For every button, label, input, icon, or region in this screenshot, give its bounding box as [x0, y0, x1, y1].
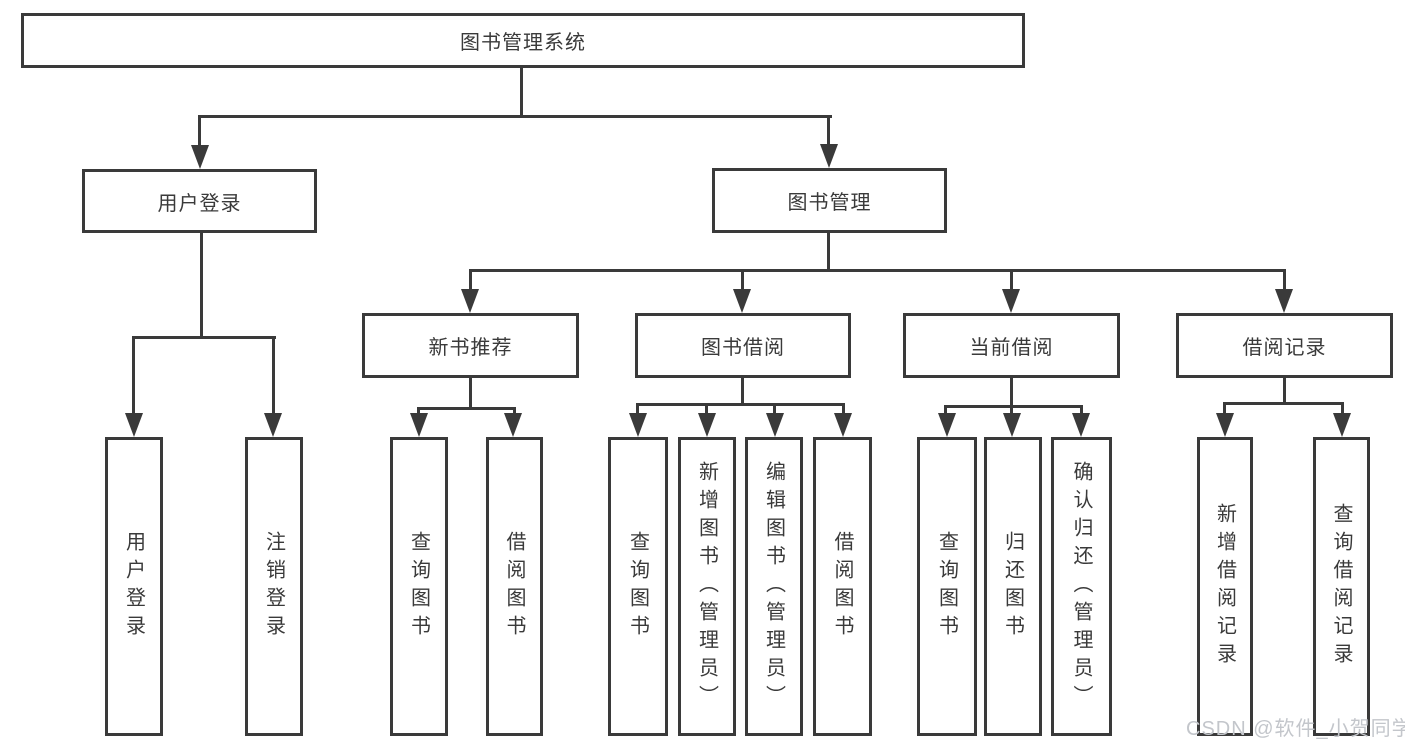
connector-stem	[1010, 405, 1013, 415]
node-user-login: 用户登录	[82, 169, 317, 233]
arrowhead	[125, 413, 143, 437]
leaf-label: 归还图书	[1001, 530, 1024, 643]
leaf-edit-book-admin: 编辑图书（管理员）	[745, 437, 803, 736]
connector-stem	[513, 407, 516, 417]
leaf-label: 确认归还（管理员）	[1070, 460, 1092, 713]
connector-drop	[827, 232, 830, 272]
node-book-management: 图书管理	[712, 168, 947, 233]
connector-drop	[1010, 378, 1013, 408]
connector-stem	[741, 269, 744, 293]
leaf-label: 查询图书	[935, 530, 958, 643]
node-label: 当前借阅	[969, 337, 1054, 359]
connector-stem	[636, 403, 639, 415]
connector-split	[944, 405, 1083, 408]
leaf-user-login: 用户登录	[105, 437, 163, 736]
connector-stem	[1283, 269, 1286, 293]
connector-drop	[200, 232, 203, 338]
connector-stem	[944, 405, 947, 415]
connector-root-drop	[520, 68, 523, 118]
leaf-label: 新增借阅记录	[1213, 502, 1236, 671]
arrowhead	[504, 413, 522, 437]
leaf-return-book: 归还图书	[984, 437, 1042, 736]
leaf-borrow-books-recommend: 借阅图书	[486, 437, 543, 736]
node-book-management-system: 图书管理系统	[21, 13, 1025, 68]
connector-drop	[469, 378, 472, 410]
connector-stem	[705, 403, 708, 415]
connector-stem	[842, 403, 845, 415]
connector-stem	[1010, 269, 1013, 293]
leaf-query-books-recommend: 查询图书	[390, 437, 448, 736]
node-book-borrowing: 图书借阅	[635, 313, 851, 378]
connector-split	[469, 269, 1286, 272]
arrowhead	[834, 413, 852, 437]
node-borrowing-records: 借阅记录	[1176, 313, 1393, 378]
leaf-label: 用户登录	[122, 530, 145, 643]
arrowhead	[766, 413, 784, 437]
connector-stem	[417, 407, 420, 417]
connector-stem	[1341, 402, 1344, 414]
arrowhead	[629, 413, 647, 437]
leaf-label: 查询借阅记录	[1330, 502, 1352, 671]
arrowhead	[698, 413, 716, 437]
node-label: 图书借阅	[701, 337, 785, 359]
connector-root-split	[198, 115, 832, 118]
connector-split	[1223, 402, 1344, 405]
arrowhead	[733, 289, 751, 313]
leaf-logout: 注销登录	[245, 437, 303, 736]
arrowhead	[1216, 413, 1234, 437]
leaf-add-borrow-record: 新增借阅记录	[1197, 437, 1253, 736]
connector-stem	[1080, 405, 1083, 415]
leaf-label: 借阅图书	[503, 530, 525, 643]
arrowhead	[264, 413, 282, 437]
node-label: 图书管理	[787, 192, 872, 214]
connector-split	[132, 336, 276, 339]
connector-split	[636, 403, 845, 406]
connector-stem	[1223, 402, 1226, 414]
connector-stem	[198, 115, 201, 149]
connector-split	[417, 407, 516, 410]
leaf-query-books-borrowing: 查询图书	[608, 437, 668, 736]
leaf-label: 新增图书（管理员）	[695, 460, 718, 713]
connector-stem	[272, 336, 275, 416]
leaf-label: 注销登录	[262, 530, 285, 643]
arrowhead	[1002, 289, 1020, 313]
node-label: 新书推荐	[428, 337, 513, 359]
csdn-watermark: CSDN @软件_小贺同学	[1186, 718, 1405, 740]
leaf-borrow-books-borrowing: 借阅图书	[813, 437, 872, 736]
node-label: 借阅记录	[1242, 337, 1327, 359]
arrowhead	[1333, 413, 1351, 437]
node-label: 图书管理系统	[460, 32, 586, 54]
connector-stem	[827, 115, 830, 149]
leaf-add-book-admin: 新增图书（管理员）	[678, 437, 736, 736]
arrowhead	[461, 289, 479, 313]
node-current-borrowing: 当前借阅	[903, 313, 1120, 378]
connector-stem	[469, 269, 472, 293]
leaf-query-borrow-record: 查询借阅记录	[1313, 437, 1370, 736]
leaf-query-books-current: 查询图书	[917, 437, 977, 736]
node-label: 用户登录	[157, 192, 242, 215]
connector-drop	[741, 378, 744, 406]
arrowhead	[410, 413, 428, 437]
arrowhead	[820, 144, 838, 168]
arrowhead	[1003, 413, 1021, 437]
node-new-book-recommend: 新书推荐	[362, 313, 579, 378]
connector-drop	[1283, 378, 1286, 405]
arrowhead	[938, 413, 956, 437]
leaf-label: 编辑图书（管理员）	[762, 460, 785, 713]
leaf-confirm-return-admin: 确认归还（管理员）	[1051, 437, 1112, 736]
leaf-label: 查询图书	[626, 530, 649, 643]
leaf-label: 借阅图书	[831, 530, 853, 643]
leaf-label: 查询图书	[407, 530, 430, 643]
connector-stem	[773, 403, 776, 415]
arrowhead	[1072, 413, 1090, 437]
arrowhead	[1275, 289, 1293, 313]
arrowhead	[191, 145, 209, 169]
connector-stem	[132, 336, 135, 416]
